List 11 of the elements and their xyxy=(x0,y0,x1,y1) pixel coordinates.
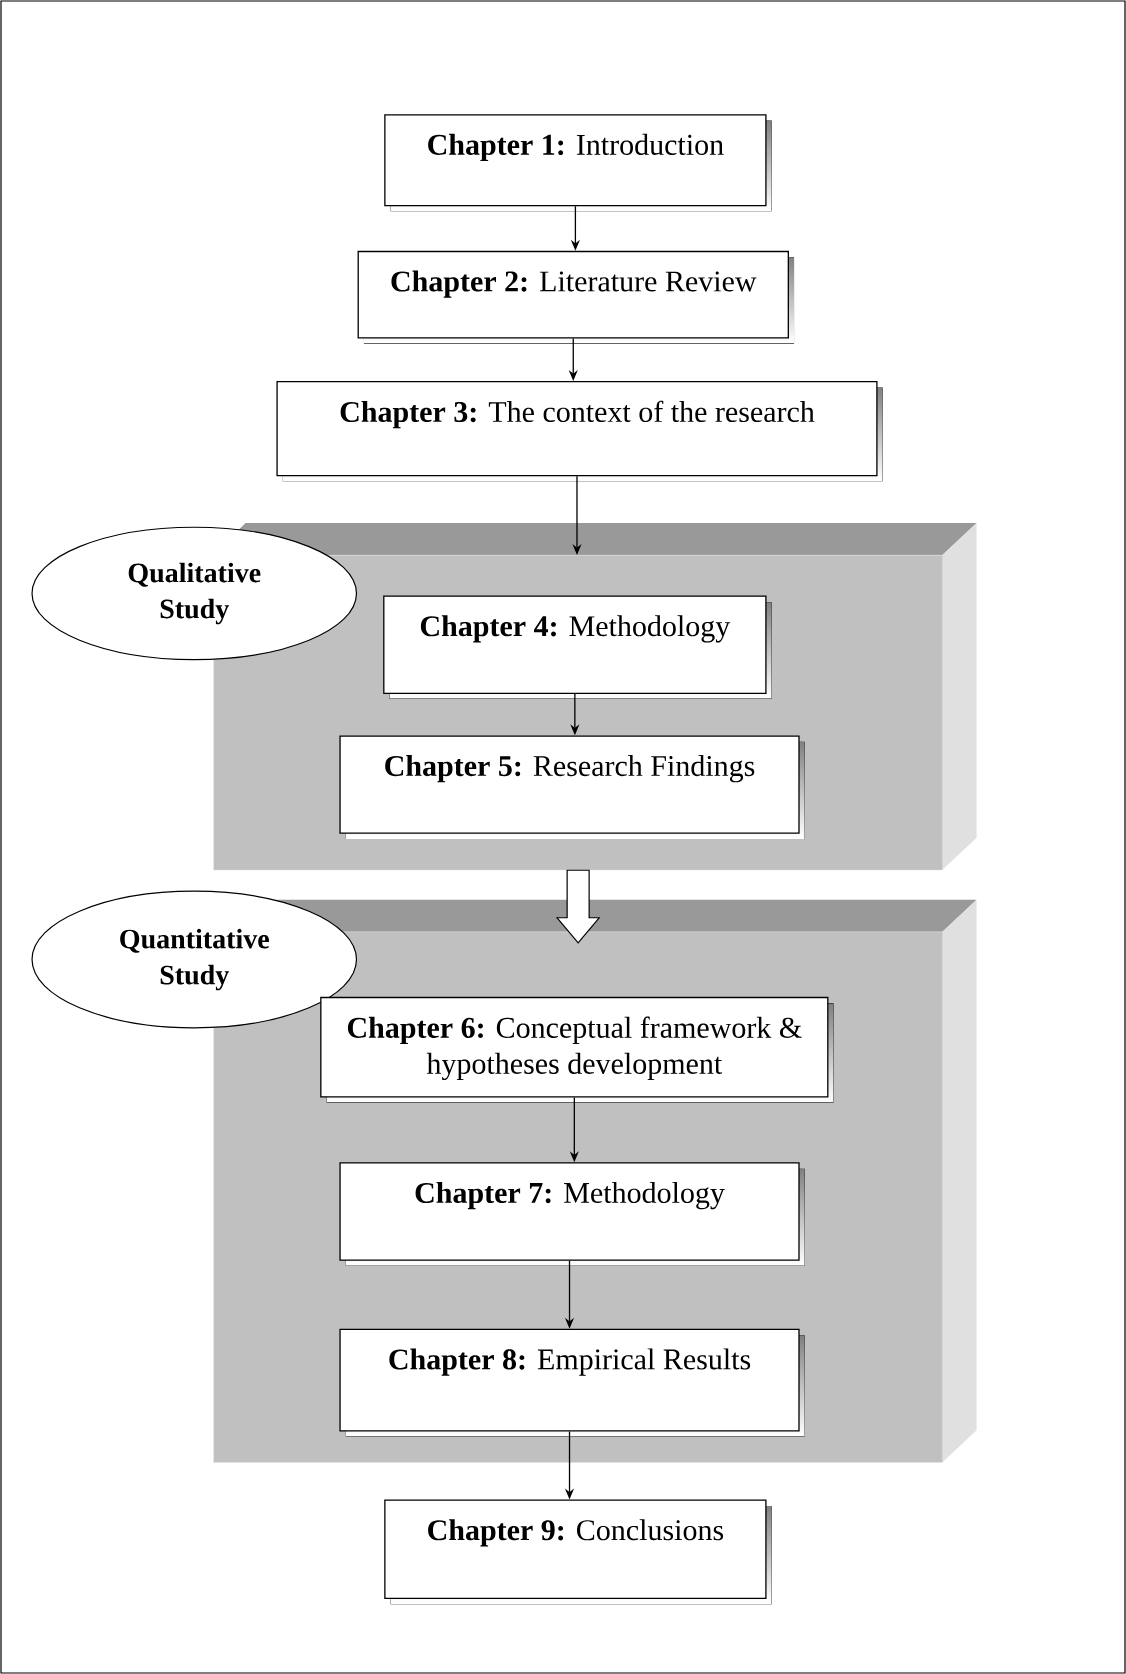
chapter-box: Chapter 6: Conceptual framework & hypotheses development xyxy=(320,996,834,1103)
chapter-box: Chapter 3: The context of the research xyxy=(276,381,883,482)
chapter-box: Chapter 5: Research Findings xyxy=(339,735,805,839)
chapter-box: Chapter 4: Methodology xyxy=(383,595,772,700)
chapter-box: Chapter 9: Conclusions xyxy=(384,1499,772,1605)
chapter-box: Chapter 8: Empirical Results xyxy=(339,1328,805,1437)
hollow-arrow xyxy=(555,869,601,944)
chapter-box: Chapter 7: Methodology xyxy=(339,1162,805,1266)
chapter-box: Chapter 2: Literature Review xyxy=(357,250,795,344)
ellipse-label: Qualitative Study xyxy=(31,526,358,661)
chapter-box: Chapter 1: Introduction xyxy=(384,114,772,212)
